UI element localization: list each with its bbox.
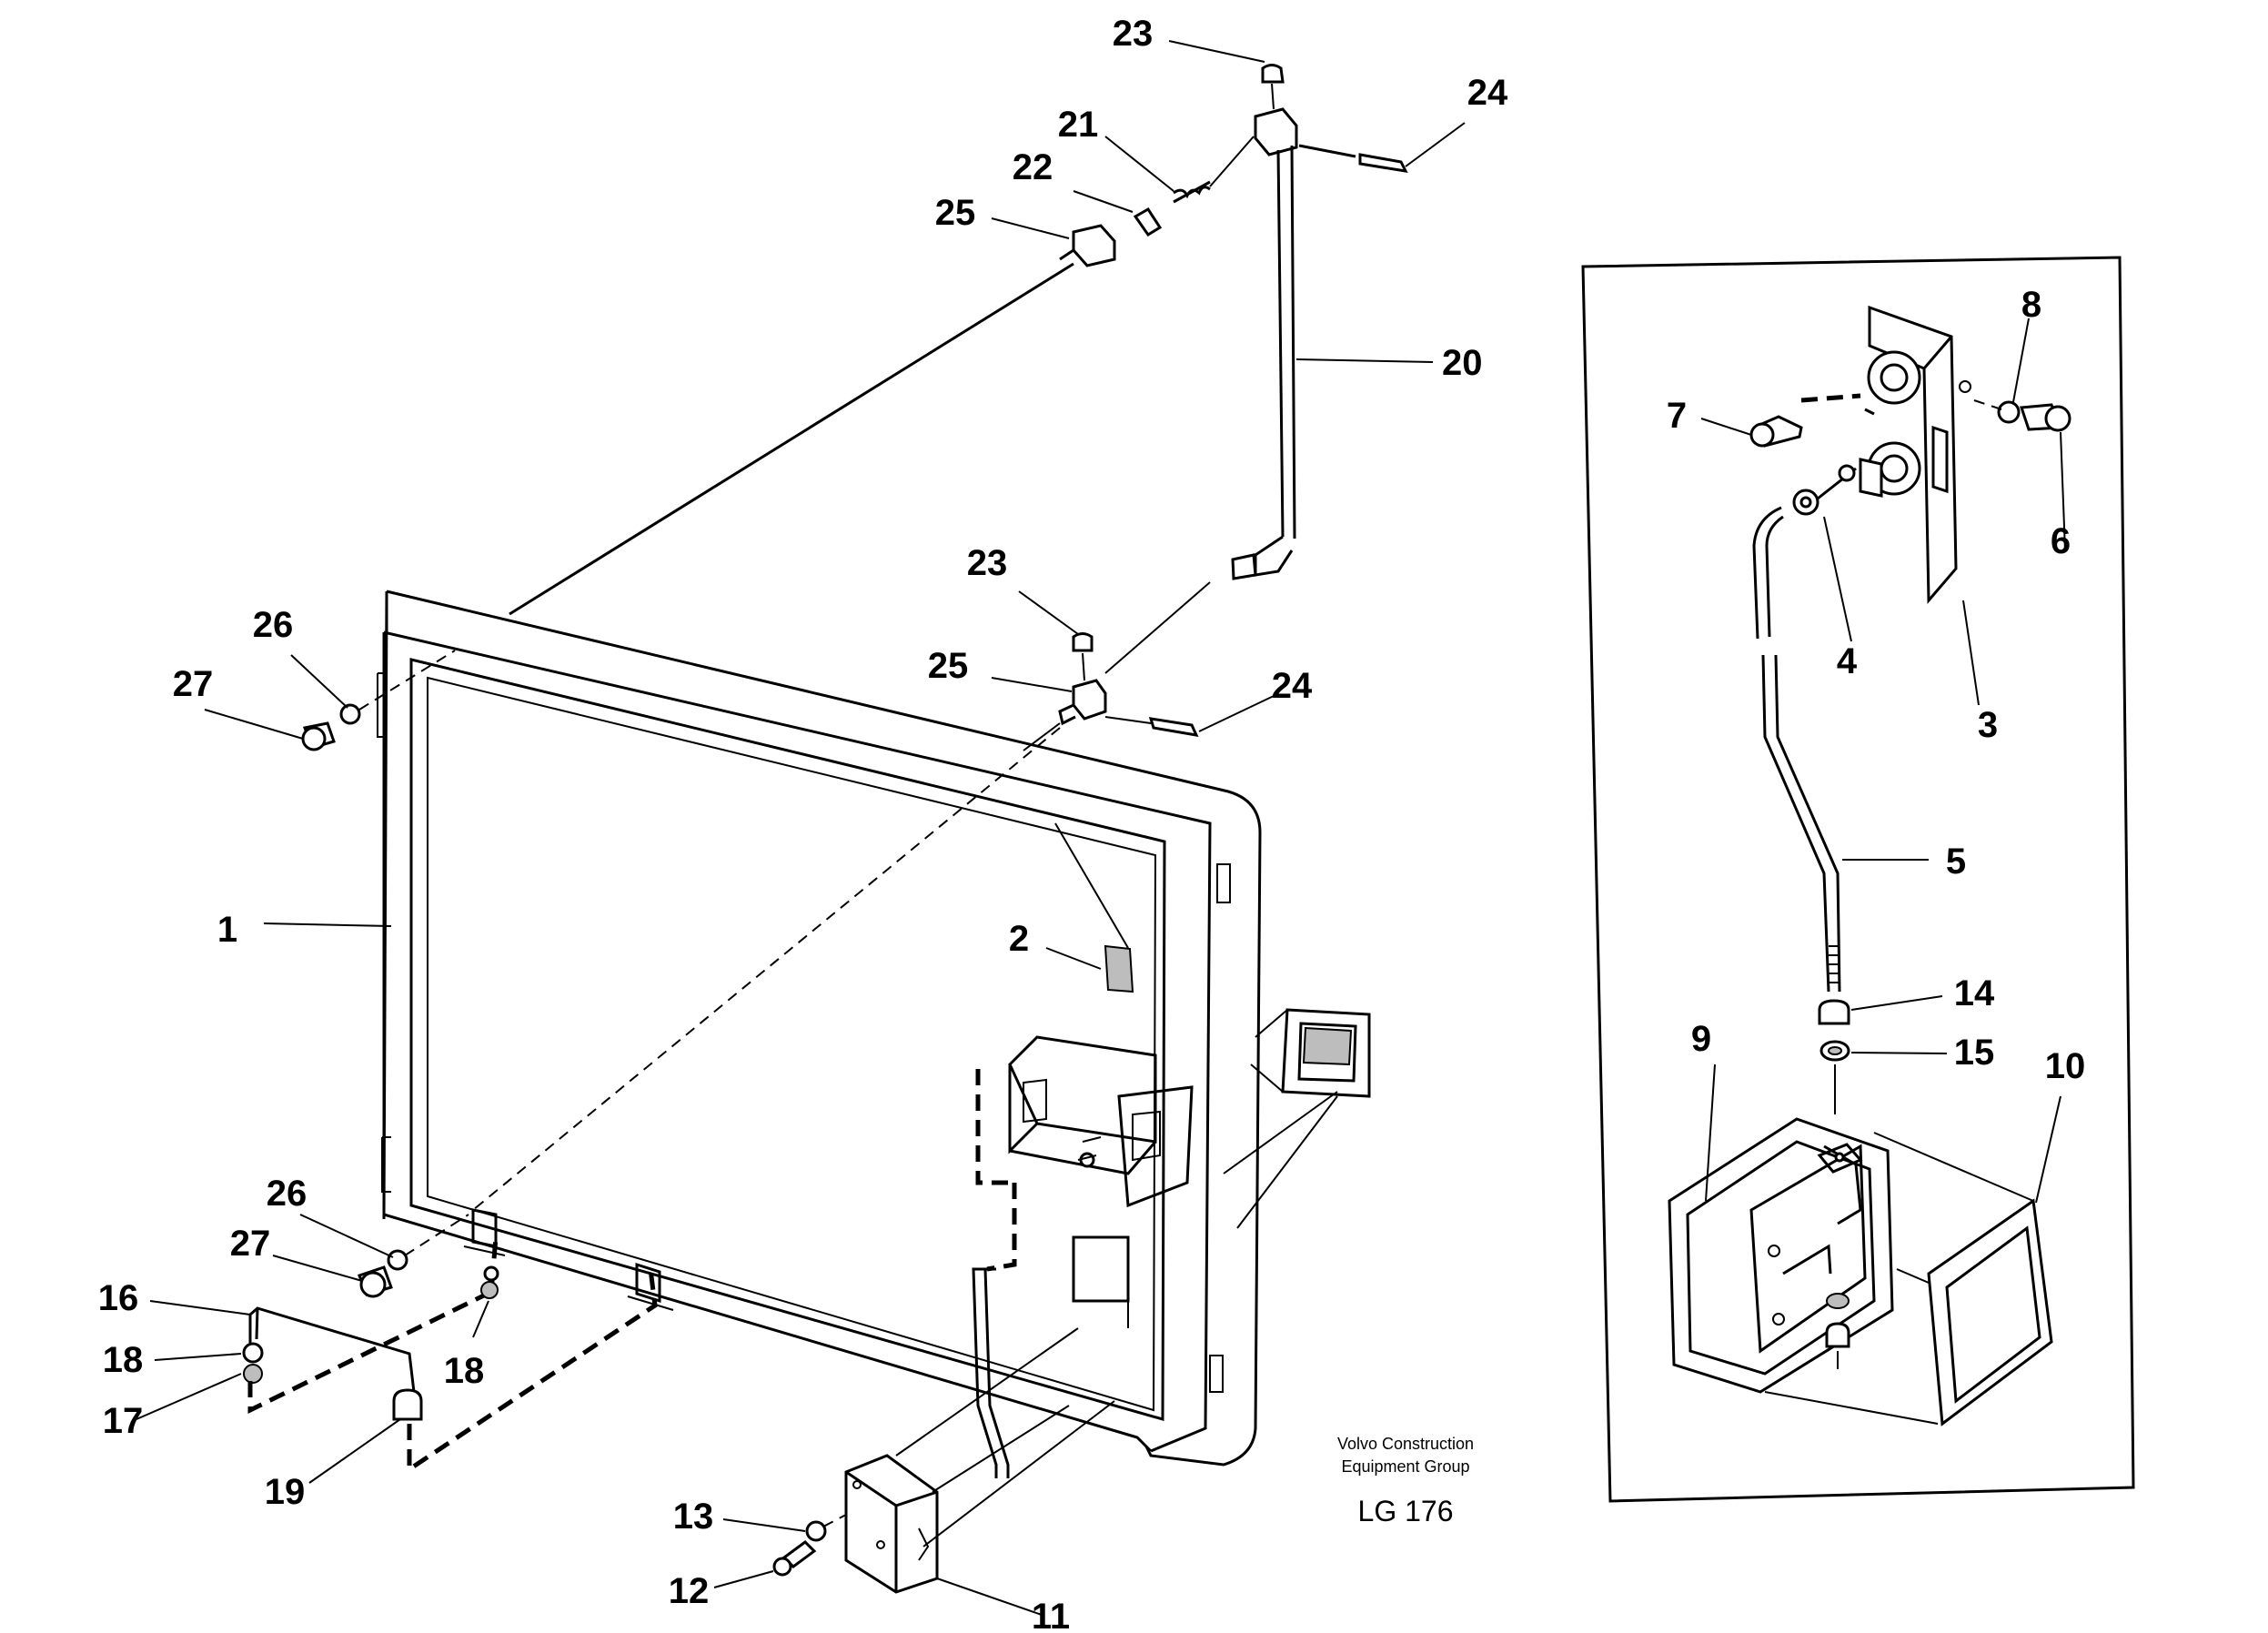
callout-10: 10 — [2045, 1046, 2086, 1086]
callout-20: 20 — [1442, 343, 1483, 383]
callout-23: 23 — [1113, 14, 1154, 54]
figure-caption: Volvo Construction Equipment Group LG 17… — [1337, 1435, 1474, 1527]
callout-4: 4 — [1837, 641, 1858, 681]
handle-16 — [242, 1236, 658, 1474]
callout-24: 24 — [1467, 73, 1508, 113]
callout-11: 11 — [1032, 1597, 1070, 1633]
callout-25: 25 — [935, 193, 976, 233]
callout-26: 26 — [253, 605, 294, 645]
window-frame — [377, 590, 1262, 1467]
leader-lines — [136, 40, 2066, 1616]
middle-block-assembly — [472, 632, 1199, 1211]
callout-24: 24 — [1272, 666, 1313, 706]
caption-company: Volvo Construction — [1337, 1435, 1474, 1453]
callout-2: 2 — [1009, 919, 1029, 959]
callout-5: 5 — [1946, 842, 1966, 882]
upper-rod-assembly — [509, 64, 1408, 674]
callout-25: 25 — [928, 646, 969, 686]
callout-19: 19 — [265, 1472, 306, 1512]
bottom-bracket — [844, 1327, 1115, 1594]
callout-18: 18 — [103, 1340, 144, 1380]
callout-22: 22 — [1013, 147, 1053, 187]
callout-26: 26 — [267, 1174, 307, 1214]
callout-13: 13 — [673, 1497, 714, 1537]
detail-inset — [1581, 256, 2135, 1503]
lock-bracket — [975, 1035, 1194, 1328]
callout-27: 27 — [173, 664, 214, 704]
callout-23: 23 — [967, 543, 1008, 583]
callout-14: 14 — [1954, 973, 1995, 1013]
screw-26-27-lower — [358, 1214, 469, 1298]
figure-code: LG 176 — [1358, 1495, 1454, 1527]
callout-15: 15 — [1954, 1033, 1995, 1073]
callout-6: 6 — [2051, 521, 2071, 561]
callout-3: 3 — [1978, 705, 1998, 745]
latch-housing-behind — [1223, 1008, 1371, 1229]
callout-9: 9 — [1691, 1019, 1711, 1059]
lock-rod — [972, 1267, 1010, 1478]
callout-labels: 1 2 3 4 5 6 7 8 9 10 11 12 13 14 15 16 1… — [98, 14, 2086, 1633]
screw-12-13 — [772, 1514, 847, 1577]
callout-21: 21 — [1058, 105, 1099, 145]
callout-17: 17 — [103, 1401, 144, 1441]
rubber-pad — [1104, 944, 1134, 993]
screw-26-27-upper — [301, 650, 456, 751]
callout-16: 16 — [98, 1278, 139, 1318]
callout-27: 27 — [230, 1224, 271, 1264]
caption-group: Equipment Group — [1341, 1457, 1469, 1476]
callout-18: 18 — [444, 1351, 485, 1391]
callout-12: 12 — [669, 1571, 710, 1611]
callout-1: 1 — [217, 910, 237, 950]
callout-7: 7 — [1667, 396, 1687, 436]
callout-8: 8 — [2021, 285, 2041, 325]
